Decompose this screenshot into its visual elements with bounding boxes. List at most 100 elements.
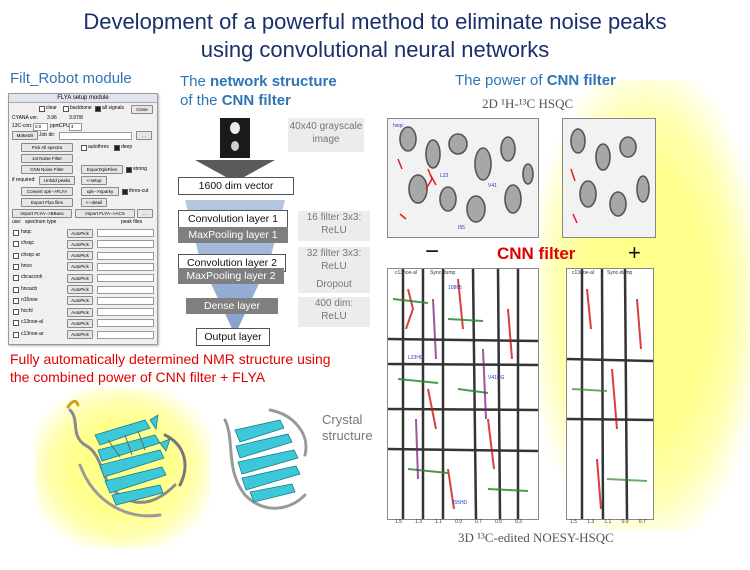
cyana-version-value: 3.96 — [47, 115, 57, 121]
spectrum-type-cbcaconh: cbcaconh — [21, 274, 43, 281]
spec-tag-left: c13noe-al — [395, 270, 417, 276]
spectrum-use-checkbox[interactable] — [13, 309, 19, 316]
spectrum-type-chsqc-ar: chsqc-ar — [21, 251, 41, 258]
nmr-caption: Fully automatically determined NMR struc… — [10, 350, 331, 386]
spectrum-use-checkbox[interactable] — [13, 252, 19, 259]
all-signals-label: all signals — [102, 105, 124, 111]
nmr-caption-line-1: Fully automatically determined NMR struc… — [10, 351, 331, 367]
axis-tick-label: 1.3 — [587, 519, 595, 525]
spectrum-type-c13noe-ar: c13noe-ar — [21, 330, 44, 337]
crystal-label-line-1: Crystal — [322, 412, 363, 427]
makedir-button[interactable]: MakeDir — [12, 131, 38, 140]
backbone-checkbox[interactable] — [63, 106, 69, 112]
jobdir-field[interactable] — [59, 132, 132, 140]
spectrum-use-checkbox[interactable] — [13, 331, 19, 338]
dropout-note: Dropout — [298, 277, 370, 293]
unfold-peaks-button[interactable]: Unfold peaks — [39, 176, 75, 185]
ppm-label: ppm — [50, 123, 60, 129]
import-acs-button[interactable]: Import FLYA-->ACS — [75, 209, 135, 218]
spectrum-use-checkbox[interactable] — [13, 275, 19, 282]
hsqc-spectrum-filtered — [562, 118, 656, 238]
autopick-button[interactable]: AutoPick — [67, 307, 93, 317]
autopick-button[interactable]: AutoPick — [67, 262, 93, 272]
setup-button[interactable]: <-setup — [81, 176, 107, 185]
peak-file-field[interactable] — [97, 229, 154, 237]
autopick-button[interactable]: AutoPick — [67, 228, 93, 238]
peak-file-field[interactable] — [97, 296, 154, 305]
export-flya-button[interactable]: Export Flya files — [21, 198, 73, 207]
spectrum-type-c13noe-al: c13noe-al — [21, 319, 43, 326]
peak-file-field[interactable] — [97, 262, 154, 271]
conv2-note-line-2: ReLU — [321, 261, 347, 272]
peak-file-field[interactable] — [97, 330, 154, 339]
spectrum-use-checkbox[interactable] — [13, 241, 19, 248]
spectrum-use-checkbox[interactable] — [13, 230, 19, 236]
detail-button[interactable]: <--detail — [81, 198, 107, 207]
axis-tick-label: 0.7 — [638, 519, 646, 525]
axis-tick-label: 0.7 — [475, 519, 482, 525]
peak-file-field[interactable] — [97, 274, 154, 283]
thres-cut-checkbox[interactable] — [122, 189, 128, 195]
browse-button[interactable]: ... — [136, 131, 152, 140]
first-noise-filter-button[interactable]: 1st Noise Filter — [21, 154, 73, 163]
autothres-checkbox[interactable] — [81, 145, 87, 151]
spectrum-use-checkbox[interactable] — [13, 263, 19, 270]
autopick-button[interactable]: AutoPick — [67, 239, 93, 249]
title-line-1: Development of a powerful method to elim… — [83, 9, 667, 34]
autopick-button[interactable]: AutoPick — [67, 273, 93, 283]
cpu-field[interactable]: 4 — [69, 123, 82, 131]
conv1-note-line-1: 16 filter 3x3: — [306, 212, 362, 223]
c13-corr-field[interactable]: 0.0 — [33, 123, 48, 131]
conv1-note-line-2: ReLU — [321, 225, 347, 236]
peak-files-label: peak files — [121, 219, 143, 225]
peak-file-field[interactable] — [97, 319, 154, 328]
spectrum-type-chsqc: chsqc — [21, 240, 35, 247]
deep-checkbox[interactable] — [114, 145, 120, 151]
flya-window-title: FLYA setup module — [9, 94, 157, 103]
conv2-note-line-1: 32 filter 3x3: — [306, 248, 362, 259]
axis-tick-label: 1.3 — [415, 519, 422, 525]
flya-setup-window: FLYA setup module clear backbone all sig… — [8, 93, 158, 345]
xpk-sparky-button[interactable]: xpk-->Sparky — [81, 187, 119, 196]
input-note-line-1: 40x40 grayscale — [289, 121, 363, 132]
peak-file-field[interactable] — [97, 240, 154, 249]
clear-checkbox[interactable] — [39, 106, 45, 112]
spectrum-use-checkbox[interactable] — [13, 286, 19, 293]
cpu-label: CPU — [59, 123, 70, 129]
svg-text:10865: 10865 — [448, 285, 462, 291]
convert-xpk-button[interactable]: Convert xpk-->FLYA — [21, 187, 73, 196]
all-signals-checkbox[interactable] — [95, 106, 101, 112]
spectrum-use-checkbox[interactable] — [13, 320, 19, 327]
axis-tick-label: 1.5 — [570, 519, 577, 525]
peak-file-field[interactable] — [97, 285, 154, 294]
crystal-structure-label: Crystal structure — [322, 412, 373, 444]
close-button[interactable]: Close — [131, 105, 153, 114]
peak-file-field[interactable] — [97, 251, 154, 260]
spectrum-type-hsqc: hsqc — [21, 229, 32, 235]
autopick-button[interactable]: AutoPick — [67, 330, 93, 340]
peak-file-field[interactable] — [97, 308, 154, 317]
autopick-button[interactable]: AutoPick — [67, 318, 93, 328]
autothres-label: autothres — [88, 144, 109, 150]
pick-all-button[interactable]: Pick All spectra — [21, 143, 73, 152]
import-bbass-button[interactable]: Import FLYA-->BBass — [12, 209, 72, 218]
jobdir-label: Job dir: — [39, 132, 56, 138]
dense-layer: Dense layer — [186, 298, 278, 314]
cnn-noise-filter-button[interactable]: CNN Noise Filter — [21, 165, 73, 174]
cnn-power-plain: The power of — [455, 72, 547, 89]
import-more-button[interactable]: ... — [137, 209, 153, 218]
strong-checkbox[interactable] — [126, 167, 132, 173]
svg-text:V41HG: V41HG — [488, 375, 505, 381]
conv-layer-2: Convolution layer 2 — [178, 254, 286, 272]
autopick-button[interactable]: AutoPick — [67, 251, 93, 261]
if-required-label: if required: — [12, 177, 36, 183]
crystal-structure-image — [223, 408, 308, 510]
vector-layer: 1600 dim vector — [178, 177, 294, 195]
autopick-button[interactable]: AutoPick — [67, 285, 93, 294]
input-note: 40x40 grayscale image — [288, 118, 364, 152]
export-xpk-button[interactable]: ExportXpkFiles — [81, 165, 123, 174]
spectrum-use-checkbox[interactable] — [13, 297, 19, 304]
cyana-version-alt: 3.97/8 — [69, 115, 83, 121]
autopick-button[interactable]: AutoPick — [67, 296, 93, 306]
